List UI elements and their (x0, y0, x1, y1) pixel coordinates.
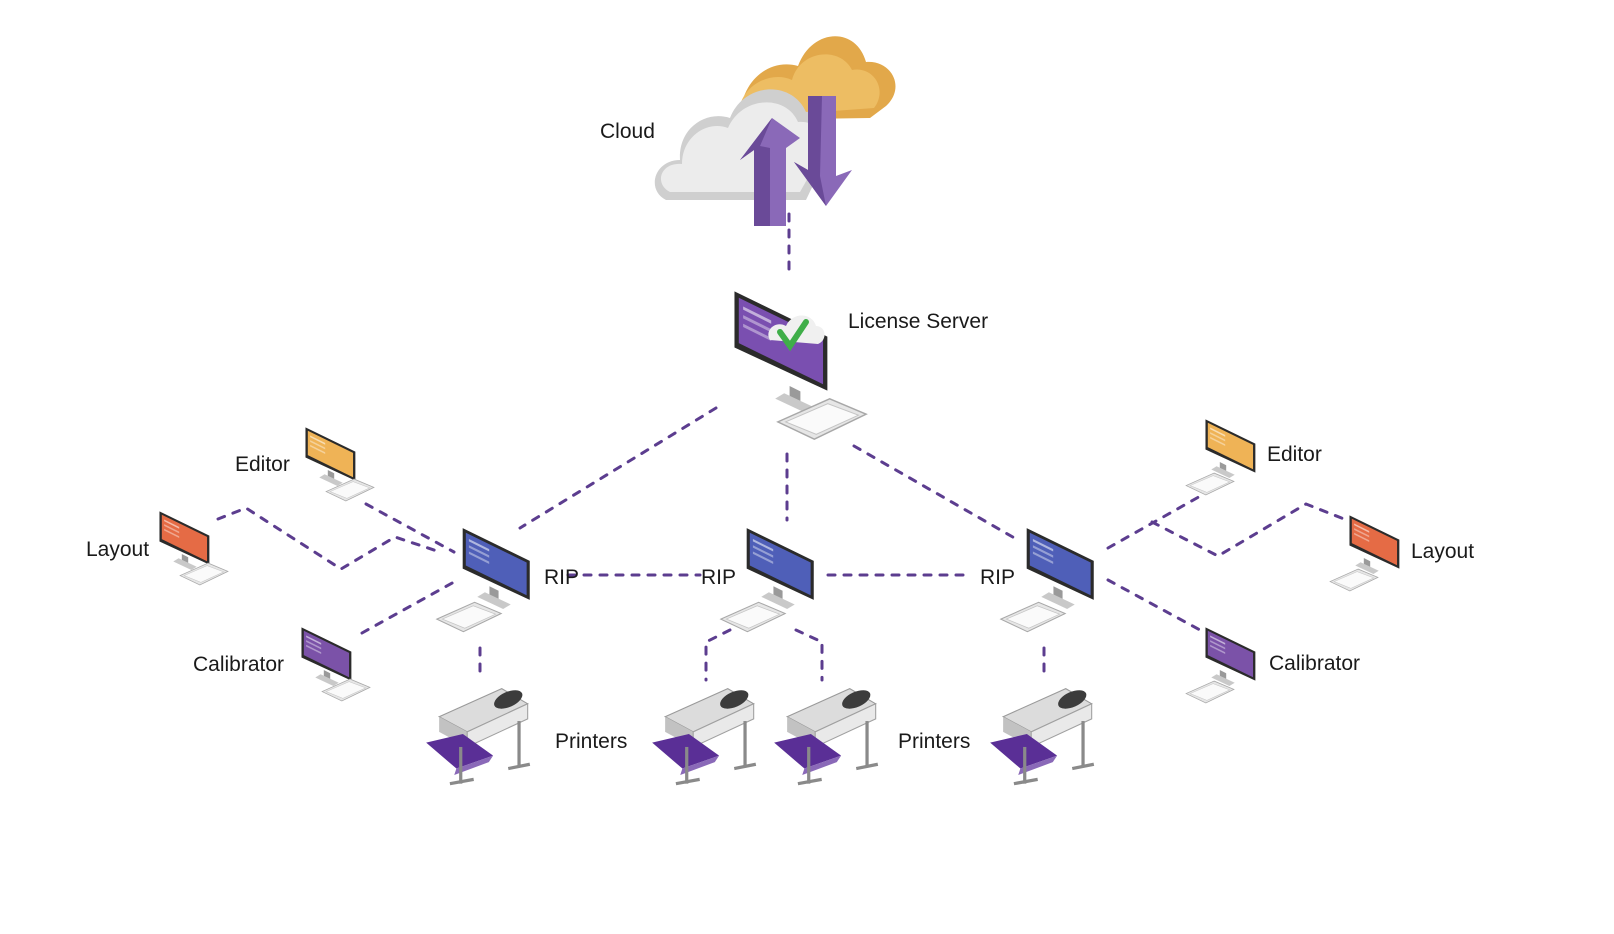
printer-4-icon (988, 684, 1096, 786)
left-editor-label: Editor (235, 453, 290, 476)
link-calibrator-left (360, 580, 456, 635)
left-layout-monitor-icon (159, 511, 229, 586)
printer-1-icon (424, 684, 532, 786)
right-editor-label: Editor (1267, 443, 1322, 466)
cloud-sync-icon (654, 36, 896, 226)
license-server-monitor-icon (734, 291, 867, 440)
link-rip-center-printer-b (794, 628, 824, 682)
link-layout-left (216, 506, 442, 571)
link-license-rip-right (852, 444, 1020, 542)
printer-3-icon (772, 684, 880, 786)
link-license-rip-left (518, 406, 718, 530)
printer-2-icon (650, 684, 758, 786)
left-layout-label: Layout (86, 538, 150, 561)
left-editor-monitor-icon (305, 427, 375, 502)
printers-center-label: Printers (898, 730, 971, 753)
right-calibrator-label: Calibrator (1269, 652, 1361, 675)
printers-left-label: Printers (555, 730, 628, 753)
rip-left-label: RIP (544, 566, 580, 589)
link-rip-center-printer-a (704, 628, 732, 682)
license-server-label: License Server (848, 310, 989, 333)
link-calibrator-right (1106, 578, 1202, 632)
rip-right-label: RIP (980, 566, 1016, 589)
left-calibrator-monitor-icon (301, 627, 371, 702)
cloud-label: Cloud (600, 120, 655, 143)
right-calibrator-monitor-icon (1185, 627, 1256, 704)
right-editor-monitor-icon (1185, 419, 1256, 496)
rip-center-label: RIP (701, 566, 737, 589)
connection-lines (216, 212, 1346, 682)
link-layout-right (1150, 502, 1346, 558)
right-layout-label: Layout (1411, 540, 1475, 563)
left-calibrator-label: Calibrator (193, 653, 285, 676)
link-editor-left (364, 502, 456, 554)
link-editor-right (1106, 492, 1206, 550)
right-layout-monitor-icon (1329, 515, 1400, 592)
rip-left-monitor-icon (436, 528, 530, 633)
